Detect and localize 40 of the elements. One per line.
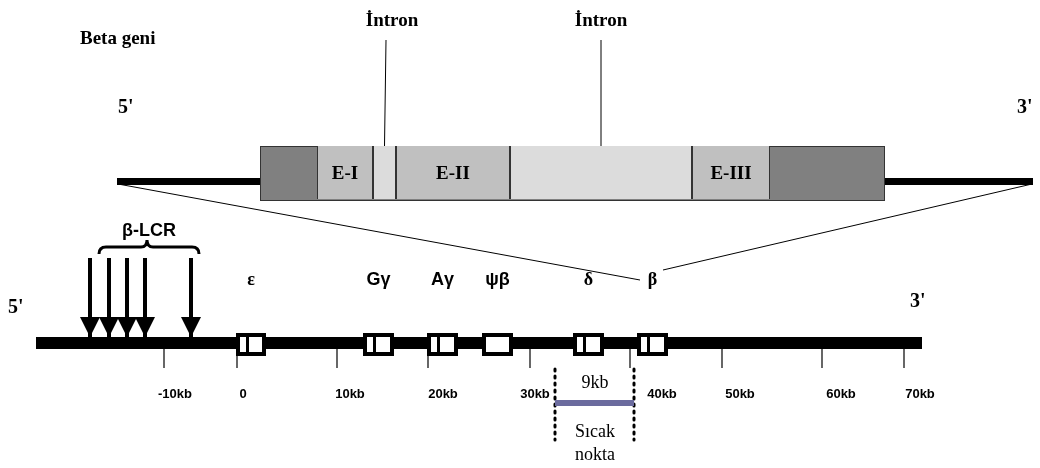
gene-label: Gγ bbox=[366, 270, 391, 288]
axis-label: 0 bbox=[239, 386, 247, 403]
end-label: 5' bbox=[118, 94, 134, 119]
region-label: β-LCR bbox=[122, 221, 176, 239]
exon-segment bbox=[692, 146, 770, 199]
axis-label: 10kb bbox=[335, 386, 365, 403]
intron-label: İntron bbox=[571, 8, 631, 32]
end-label: 5' bbox=[8, 294, 24, 319]
intron-segment bbox=[373, 146, 396, 199]
hotspot-label: Sıcak nokta bbox=[574, 420, 616, 465]
axis-label: 40kb bbox=[647, 386, 677, 403]
axis-label: 60kb bbox=[826, 386, 856, 403]
exon-label: E-I bbox=[331, 163, 359, 182]
gene-label: β bbox=[647, 270, 658, 288]
axis-label: 50kb bbox=[725, 386, 755, 403]
end-label: 3' bbox=[1017, 94, 1033, 119]
gene-label: δ bbox=[583, 270, 594, 288]
intron-segment bbox=[510, 146, 692, 199]
exon-label: E-III bbox=[710, 163, 752, 182]
leader-line bbox=[600, 39, 602, 147]
length-label: 9kb bbox=[581, 371, 609, 394]
gene-label: ε bbox=[247, 270, 255, 288]
exon-label: E-II bbox=[436, 163, 470, 182]
arrow bbox=[135, 258, 155, 337]
axis-label: 30kb bbox=[520, 386, 550, 403]
axis-label: 20kb bbox=[428, 386, 458, 403]
gene-label: Aγ bbox=[431, 270, 454, 288]
axis-label: -10kb bbox=[158, 386, 192, 403]
arrow bbox=[117, 258, 137, 337]
leader-line bbox=[384, 39, 387, 147]
arrow bbox=[181, 258, 201, 337]
gene-label: ψβ bbox=[485, 270, 510, 288]
intron-label: İntron bbox=[362, 8, 422, 32]
axis-label: 70kb bbox=[905, 386, 935, 403]
exon-segment bbox=[396, 146, 510, 199]
gene-title: Beta geni bbox=[80, 26, 156, 50]
arrow bbox=[99, 258, 119, 337]
arrow bbox=[80, 258, 100, 337]
exon-segment bbox=[317, 146, 373, 199]
end-label: 3' bbox=[910, 288, 926, 313]
